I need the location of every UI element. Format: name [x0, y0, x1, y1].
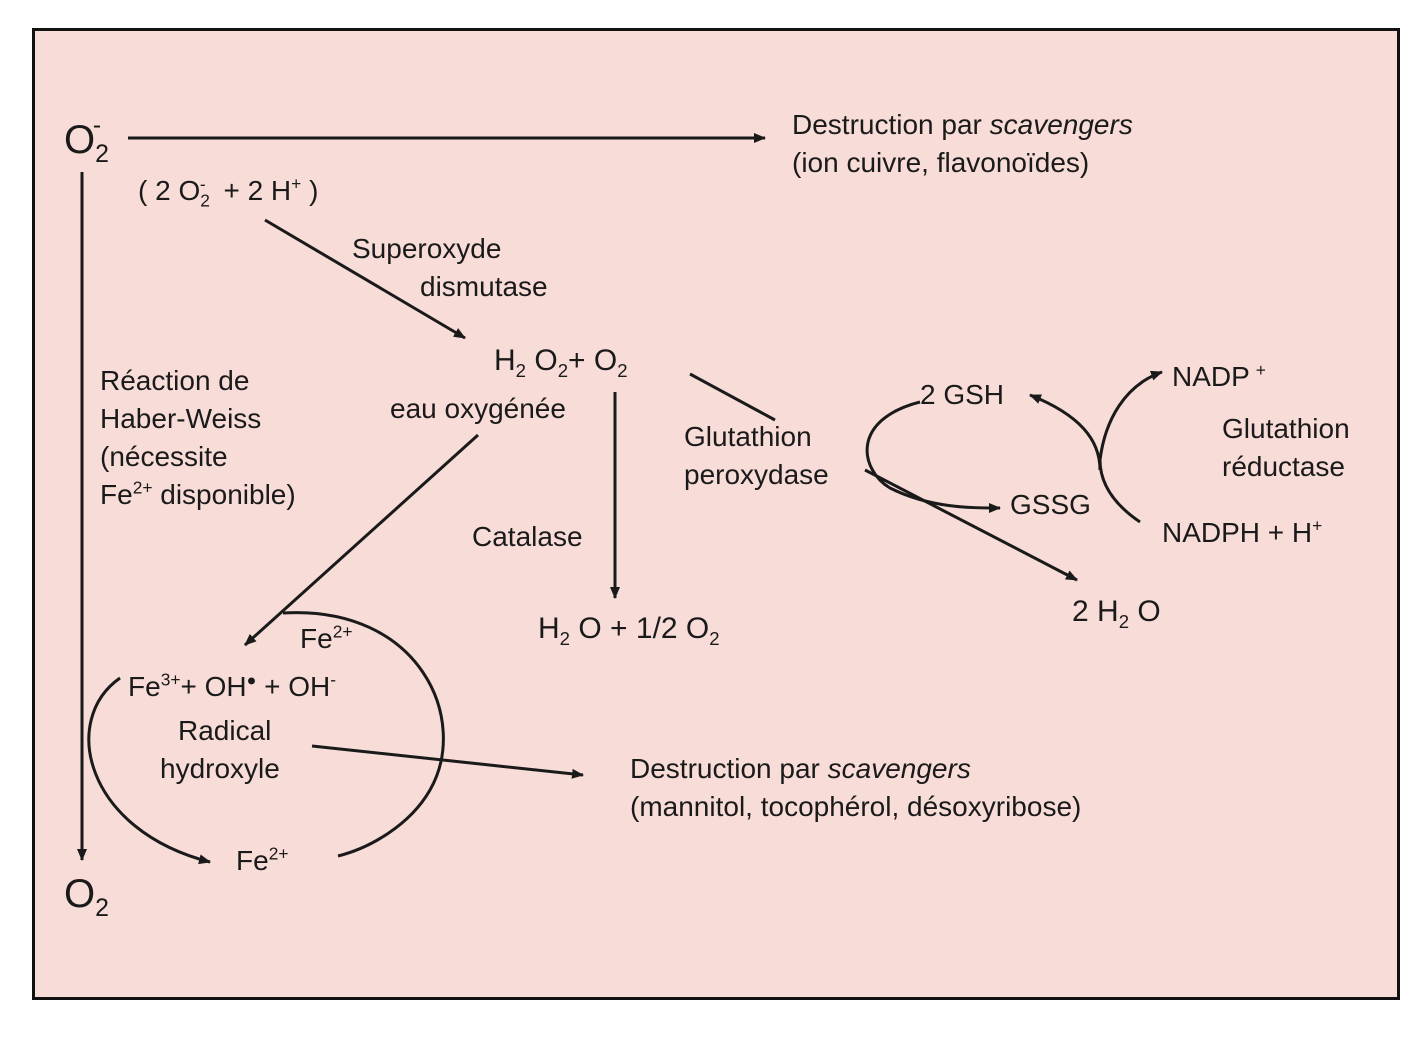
glutathion-peroxydase-line1: Glutathion — [684, 421, 812, 452]
superoxyde-dismutase-line2: dismutase — [420, 271, 548, 302]
radical-hydroxyle-line2: hydroxyle — [160, 753, 280, 784]
scavengers-1-line2: (ion cuivre, flavonoïdes) — [792, 147, 1090, 178]
gssg-label: GSSG — [1010, 489, 1091, 520]
fe2-bottom-label: Fe2+ — [236, 843, 289, 876]
arc-from-nadph — [1098, 459, 1141, 524]
two-h2o-label: 2 H2 O — [1072, 595, 1161, 632]
fe2-top-label: Fe2+ — [300, 621, 353, 654]
scavengers-2-line2: (mannitol, tocophérol, désoxyribose) — [630, 791, 1082, 822]
arrow-superoxyde-dismutase — [264, 218, 466, 340]
arrow-to-2h2o — [864, 468, 1078, 582]
eau-oxygenee: eau oxygénée — [390, 393, 566, 424]
catalase-label: Catalase — [472, 521, 583, 552]
o2-radical: O2- — [64, 111, 109, 168]
line-o2-to-peroxydase — [689, 372, 776, 422]
glutathion-reductase-line2: réductase — [1222, 451, 1345, 482]
scavengers-1-line1: Destruction par scavengers — [792, 109, 1133, 140]
radical-hydroxyle-line1: Radical — [178, 715, 272, 746]
catalase-product: H2 O + 1/2 O2 — [538, 612, 720, 649]
gsh-label: 2 GSH — [920, 379, 1005, 410]
arc-fe3-to-fe2 — [87, 676, 211, 865]
diagram-frame — [32, 28, 1400, 1000]
haber-weiss-line2: Haber-Weiss — [100, 403, 262, 434]
arc-gssg-gsh — [1029, 393, 1102, 471]
arrow-h2o2-to-hydroxyl — [243, 433, 480, 647]
haber-weiss-line3: (nécessite — [100, 441, 228, 472]
glutathion-peroxydase-line2: peroxydase — [684, 459, 829, 490]
scavengers-2-line1: Destruction par scavengers — [630, 753, 971, 784]
arc-fe2-cycle-right — [282, 611, 445, 858]
arc-to-nadp — [1098, 370, 1163, 461]
fe3-hydroxyl-line: Fe3++ OH● + OH- — [128, 669, 336, 702]
superoxyde-dismutase-line1: Superoxyde — [352, 233, 502, 264]
nadp-label: NADP+ — [1172, 359, 1266, 392]
arrow-to-scavengers-2 — [311, 744, 584, 779]
glutathion-reductase-line1: Glutathion — [1222, 413, 1350, 444]
haber-weiss-line1: Réaction de — [100, 365, 250, 396]
arc-gsh-gssg — [865, 400, 1001, 513]
nadph-label: NADPH + H+ — [1162, 515, 1323, 548]
haber-weiss-line4: Fe2+ disponible) — [100, 477, 296, 510]
dismutation-input: ( 2 O2- + 2 H+ ) — [138, 173, 319, 211]
h2o2-formula: H2 O2+ O2 — [494, 344, 628, 381]
o2-bottom: O2 — [64, 872, 109, 922]
